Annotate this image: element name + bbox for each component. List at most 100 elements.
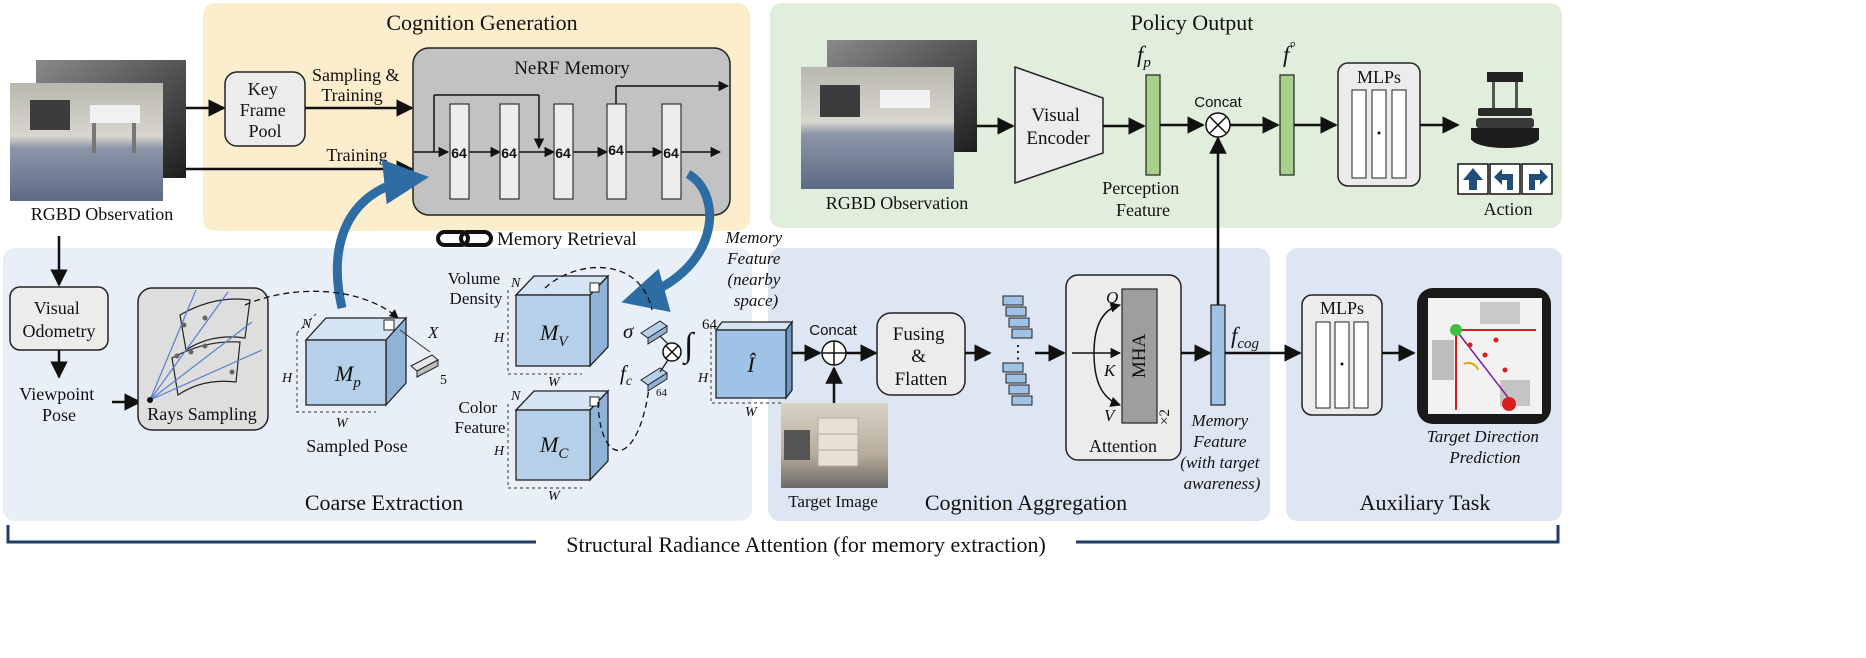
mv-h-label: H [493, 331, 505, 346]
cognition-aggregation-title: Cognition Aggregation [925, 490, 1127, 515]
integral-symbol: ∫ [682, 327, 696, 366]
perception-feature-label: Perception Feature [1102, 178, 1183, 220]
policy-mlps-label: MLPs [1357, 67, 1401, 87]
chain-link-icon [436, 230, 493, 247]
fo-feature-bar [1279, 74, 1295, 176]
mp-cube [296, 312, 408, 413]
mp-n-label: N [301, 317, 312, 332]
fusing-flatten-label: Fusing & Flatten [893, 324, 950, 390]
arrow-forward-icon [1463, 168, 1483, 190]
policy-output-title: Policy Output [1131, 10, 1254, 35]
sigma-to-multiply-line [659, 335, 669, 345]
fc-64-label: 64 [656, 387, 668, 399]
rgbd-observation-image [10, 60, 186, 201]
mv-label: MV [539, 320, 569, 350]
mp-h-label: H [281, 371, 293, 386]
nerf-network [414, 80, 730, 158]
mha-label: MHA [1129, 334, 1150, 379]
nerf-memory-title: NeRF Memory [514, 58, 630, 79]
fp-feature-bar [1145, 74, 1161, 176]
visual-encoder-trapezoid [1014, 65, 1104, 185]
token-ellipsis: ⋮ [1009, 342, 1027, 362]
ihat-h-label: H [697, 371, 709, 386]
memory-feature-nearby-label: Memory Feature (nearby space) [725, 228, 787, 310]
bottom-caption: Structural Radiance Attention (for memor… [566, 532, 1046, 557]
target-image [781, 403, 888, 488]
rays-sampling-label: Rays Sampling [147, 404, 257, 424]
five-label: 5 [440, 373, 447, 388]
rays-to-cube-dashed-arrow [244, 290, 399, 319]
policy-mlp-layers [1351, 89, 1407, 179]
mc-w-label: W [548, 489, 561, 504]
rays-sampling-illustration [147, 289, 263, 403]
fcog-feature-bar [1210, 304, 1226, 406]
concat-plus-icon [821, 340, 847, 366]
sampled-pose-label: Sampled Pose [306, 436, 408, 456]
mp-w-label: W [336, 416, 349, 431]
nerf-layer-blocks [449, 103, 682, 200]
ihat-cube [710, 320, 794, 404]
fc-label: fc [620, 361, 633, 389]
ihat-label: Î [746, 352, 756, 377]
visual-encoder-label: Visual Encoder [1026, 105, 1090, 149]
nerf-layer-label: 64 [451, 145, 467, 161]
memory-retrieval-label: Memory Retrieval [497, 229, 637, 250]
mp-label: Mp [334, 361, 361, 391]
qkv-arrows [1072, 302, 1122, 407]
policy-concat-label: Concat [1194, 94, 1242, 111]
fp-label: fp [1137, 42, 1151, 71]
policy-multiply-icon [1205, 112, 1231, 138]
fc-to-multiply-line [659, 359, 669, 373]
cube-to-sigma-dashed-arrow [544, 266, 653, 311]
mc-h-label: H [493, 444, 505, 459]
training-label: Training [326, 145, 387, 165]
concat-label: Concat [809, 322, 857, 339]
cognition-generation-title: Cognition Generation [386, 10, 577, 35]
mv-n-label: N [510, 276, 521, 291]
sigma-slab [640, 320, 668, 345]
turn-right-icon [1529, 169, 1548, 190]
action-label: Action [1484, 199, 1533, 219]
key-frame-pool-label: Key Frame Pool [240, 79, 290, 141]
volume-density-label: Volume Density [448, 269, 505, 308]
ihat-w-label: W [745, 405, 758, 420]
policy-rgbd-image [801, 40, 977, 189]
structural-radiance-bracket [6, 525, 1560, 544]
target-direction-label: Target Direction Prediction [1427, 427, 1543, 467]
nerf-layer-label: 64 [501, 145, 517, 161]
fo-label: f° [1283, 40, 1295, 67]
target-image-label: Target Image [788, 492, 878, 511]
mc-cube [507, 389, 610, 489]
times2-label: ×2 [1157, 409, 1173, 425]
attention-label: Attention [1089, 436, 1157, 456]
mc-n-label: N [510, 389, 521, 404]
visual-odometry-label: Visual Odometry [23, 298, 96, 341]
robot-icon [1471, 72, 1539, 148]
nerf-layer-label: 64 [663, 145, 679, 161]
mha-block [1121, 288, 1158, 424]
x-label: X [427, 323, 439, 342]
k-label: K [1103, 361, 1117, 380]
token-stack-bottom [1002, 362, 1033, 406]
cube-to-fc-dashed-arrow [597, 379, 651, 452]
retrieval-arrow-in [332, 159, 429, 310]
token-stack-top [1002, 295, 1033, 339]
aux-mlps-label: MLPs [1320, 298, 1364, 318]
sigma-label: σ [623, 319, 635, 343]
integral-upper-label: 64 [702, 317, 718, 333]
aux-mlp-layers [1315, 321, 1369, 409]
x-feature-slab [410, 354, 439, 378]
rgbd-observation-label: RGBD Observation [31, 204, 174, 224]
viewpoint-pose-label: Viewpoint Pose [19, 384, 98, 425]
auxiliary-task-title: Auxiliary Task [1360, 490, 1491, 515]
action-icons [1457, 163, 1553, 195]
v-label: V [1104, 406, 1117, 425]
mc-label: MC [539, 432, 569, 462]
nerf-layer-label: 64 [608, 142, 624, 158]
sampling-training-label: Sampling & Training [312, 65, 404, 105]
nerf-layer-label: 64 [555, 145, 571, 161]
multiply-icon [662, 342, 682, 362]
fcog-label: fcog [1231, 323, 1260, 352]
turn-left-icon [1494, 169, 1513, 190]
